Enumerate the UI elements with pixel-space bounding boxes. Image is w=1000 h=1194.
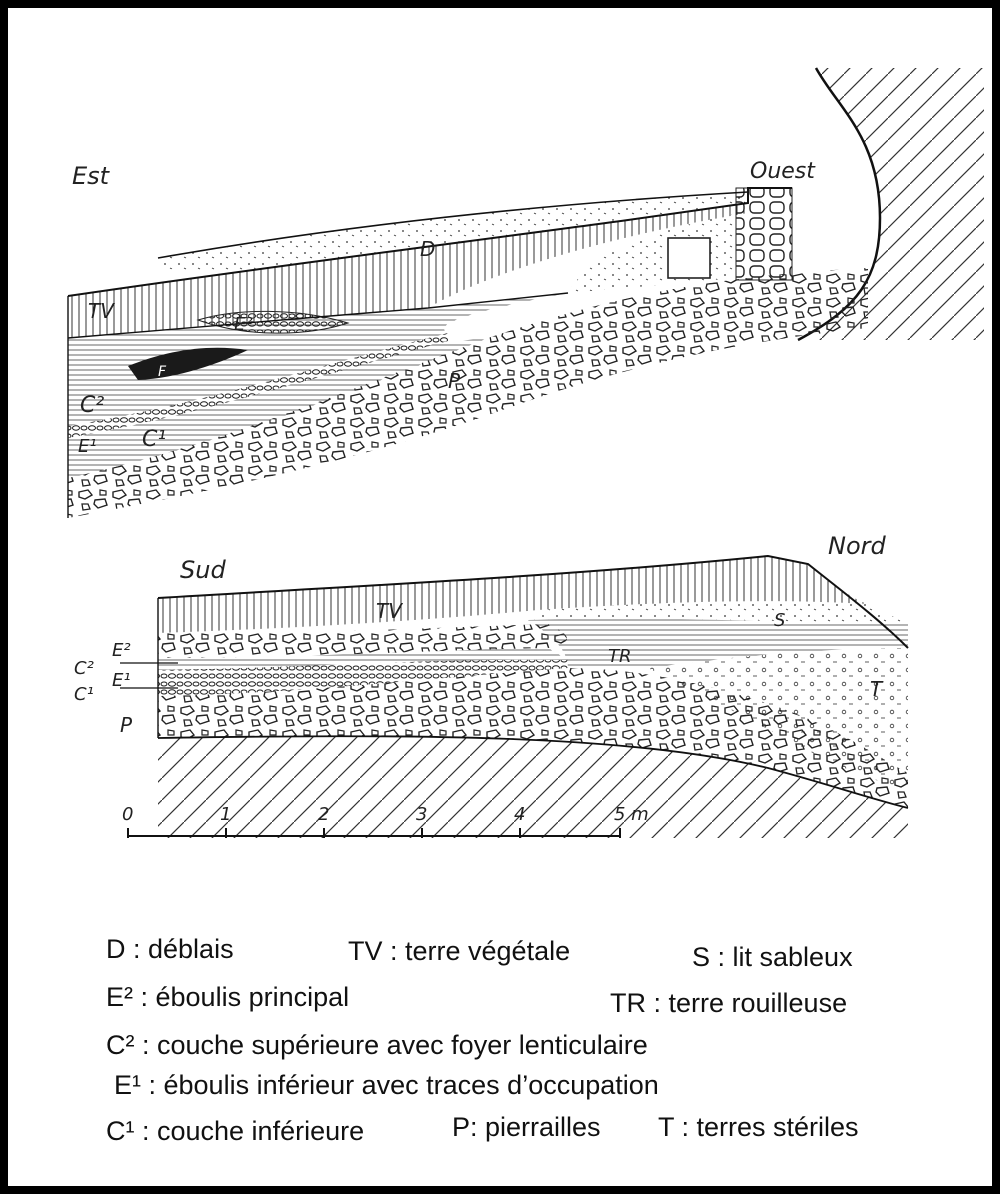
legend-T: T : terres stériles <box>658 1112 859 1142</box>
legend-TR: TR : terre rouilleuse <box>610 988 848 1018</box>
label-P-bottom: P <box>120 713 133 737</box>
label-C2-top: C² <box>80 393 104 418</box>
label-nord: Nord <box>828 532 887 560</box>
label-F: F <box>158 364 167 380</box>
scale-tick-2: 2 <box>318 804 329 825</box>
scale-tick-0: 0 <box>122 804 133 825</box>
legend-D: D : déblais <box>106 934 234 964</box>
legend-TV: TV : terre végétale <box>348 936 571 966</box>
layer-P-bottom <box>158 668 908 808</box>
label-E1-top: E¹ <box>78 436 97 457</box>
label-TV-top: TV <box>88 299 115 323</box>
scale-bar: 0 1 2 3 4 5 m <box>122 804 649 838</box>
scale-tick-5: 5 m <box>614 804 649 825</box>
label-C2-bottom: C² <box>74 658 94 679</box>
label-E1-bottom: E¹ <box>112 670 131 691</box>
layer-E2-bottom <box>158 624 567 658</box>
layer-E1-top <box>68 333 448 438</box>
legend-E1: E¹ : éboulis inférieur avec traces d’occ… <box>114 1070 659 1100</box>
scale-tick-1: 1 <box>220 804 231 825</box>
layer-D-top <box>158 192 748 271</box>
label-E2-top: E² <box>234 314 253 335</box>
label-S: S <box>774 610 785 631</box>
label-D-top: D <box>420 237 435 261</box>
figure-frame: Est Ouest D TV E² F C² E¹ C¹ P <box>8 8 992 1186</box>
label-ouest: Ouest <box>750 159 816 184</box>
rock-wall <box>798 68 984 340</box>
legend-S: S : lit sableux <box>692 942 853 972</box>
stratigraphic-sections-drawing: Est Ouest D TV E² F C² E¹ C¹ P <box>67 67 984 838</box>
legend-C2: C² : couche supérieure avec foyer lentic… <box>106 1030 648 1060</box>
legend-E2: E² : éboulis principal <box>106 982 350 1012</box>
label-C1-bottom: C¹ <box>74 684 94 705</box>
bedrock <box>158 736 908 838</box>
east-west-section: Est Ouest D TV E² F C² E¹ C¹ P <box>67 67 984 518</box>
layer-E1-bottom <box>158 659 568 696</box>
label-P-top: P <box>448 369 461 393</box>
layer-TV-bottom <box>158 556 868 633</box>
layer-P-top <box>68 268 868 518</box>
label-sud: Sud <box>180 556 226 584</box>
label-TR: TR <box>608 646 632 667</box>
label-est: Est <box>72 162 111 190</box>
south-north-section: Sud Nord TV S E² TR C² E¹ C¹ P T <box>74 532 909 838</box>
legend-P: P: pierrailles <box>452 1112 601 1142</box>
label-T: T <box>870 677 884 701</box>
layer-S <box>528 601 908 624</box>
stone-wall <box>735 187 793 281</box>
scale-tick-4: 4 <box>514 804 525 825</box>
scale-tick-3: 3 <box>416 804 427 825</box>
layer-TR <box>528 619 908 668</box>
label-C1-top: C¹ <box>142 427 166 452</box>
layer-C1-top <box>68 338 488 478</box>
hearth-F <box>128 347 248 380</box>
legend-C1: C¹ : couche inférieure <box>106 1116 365 1146</box>
label-E2-bottom: E² <box>112 640 131 661</box>
layer-TV-top <box>68 203 748 338</box>
label-TV-bottom: TV <box>376 599 403 623</box>
layer-C2-top <box>68 293 568 426</box>
